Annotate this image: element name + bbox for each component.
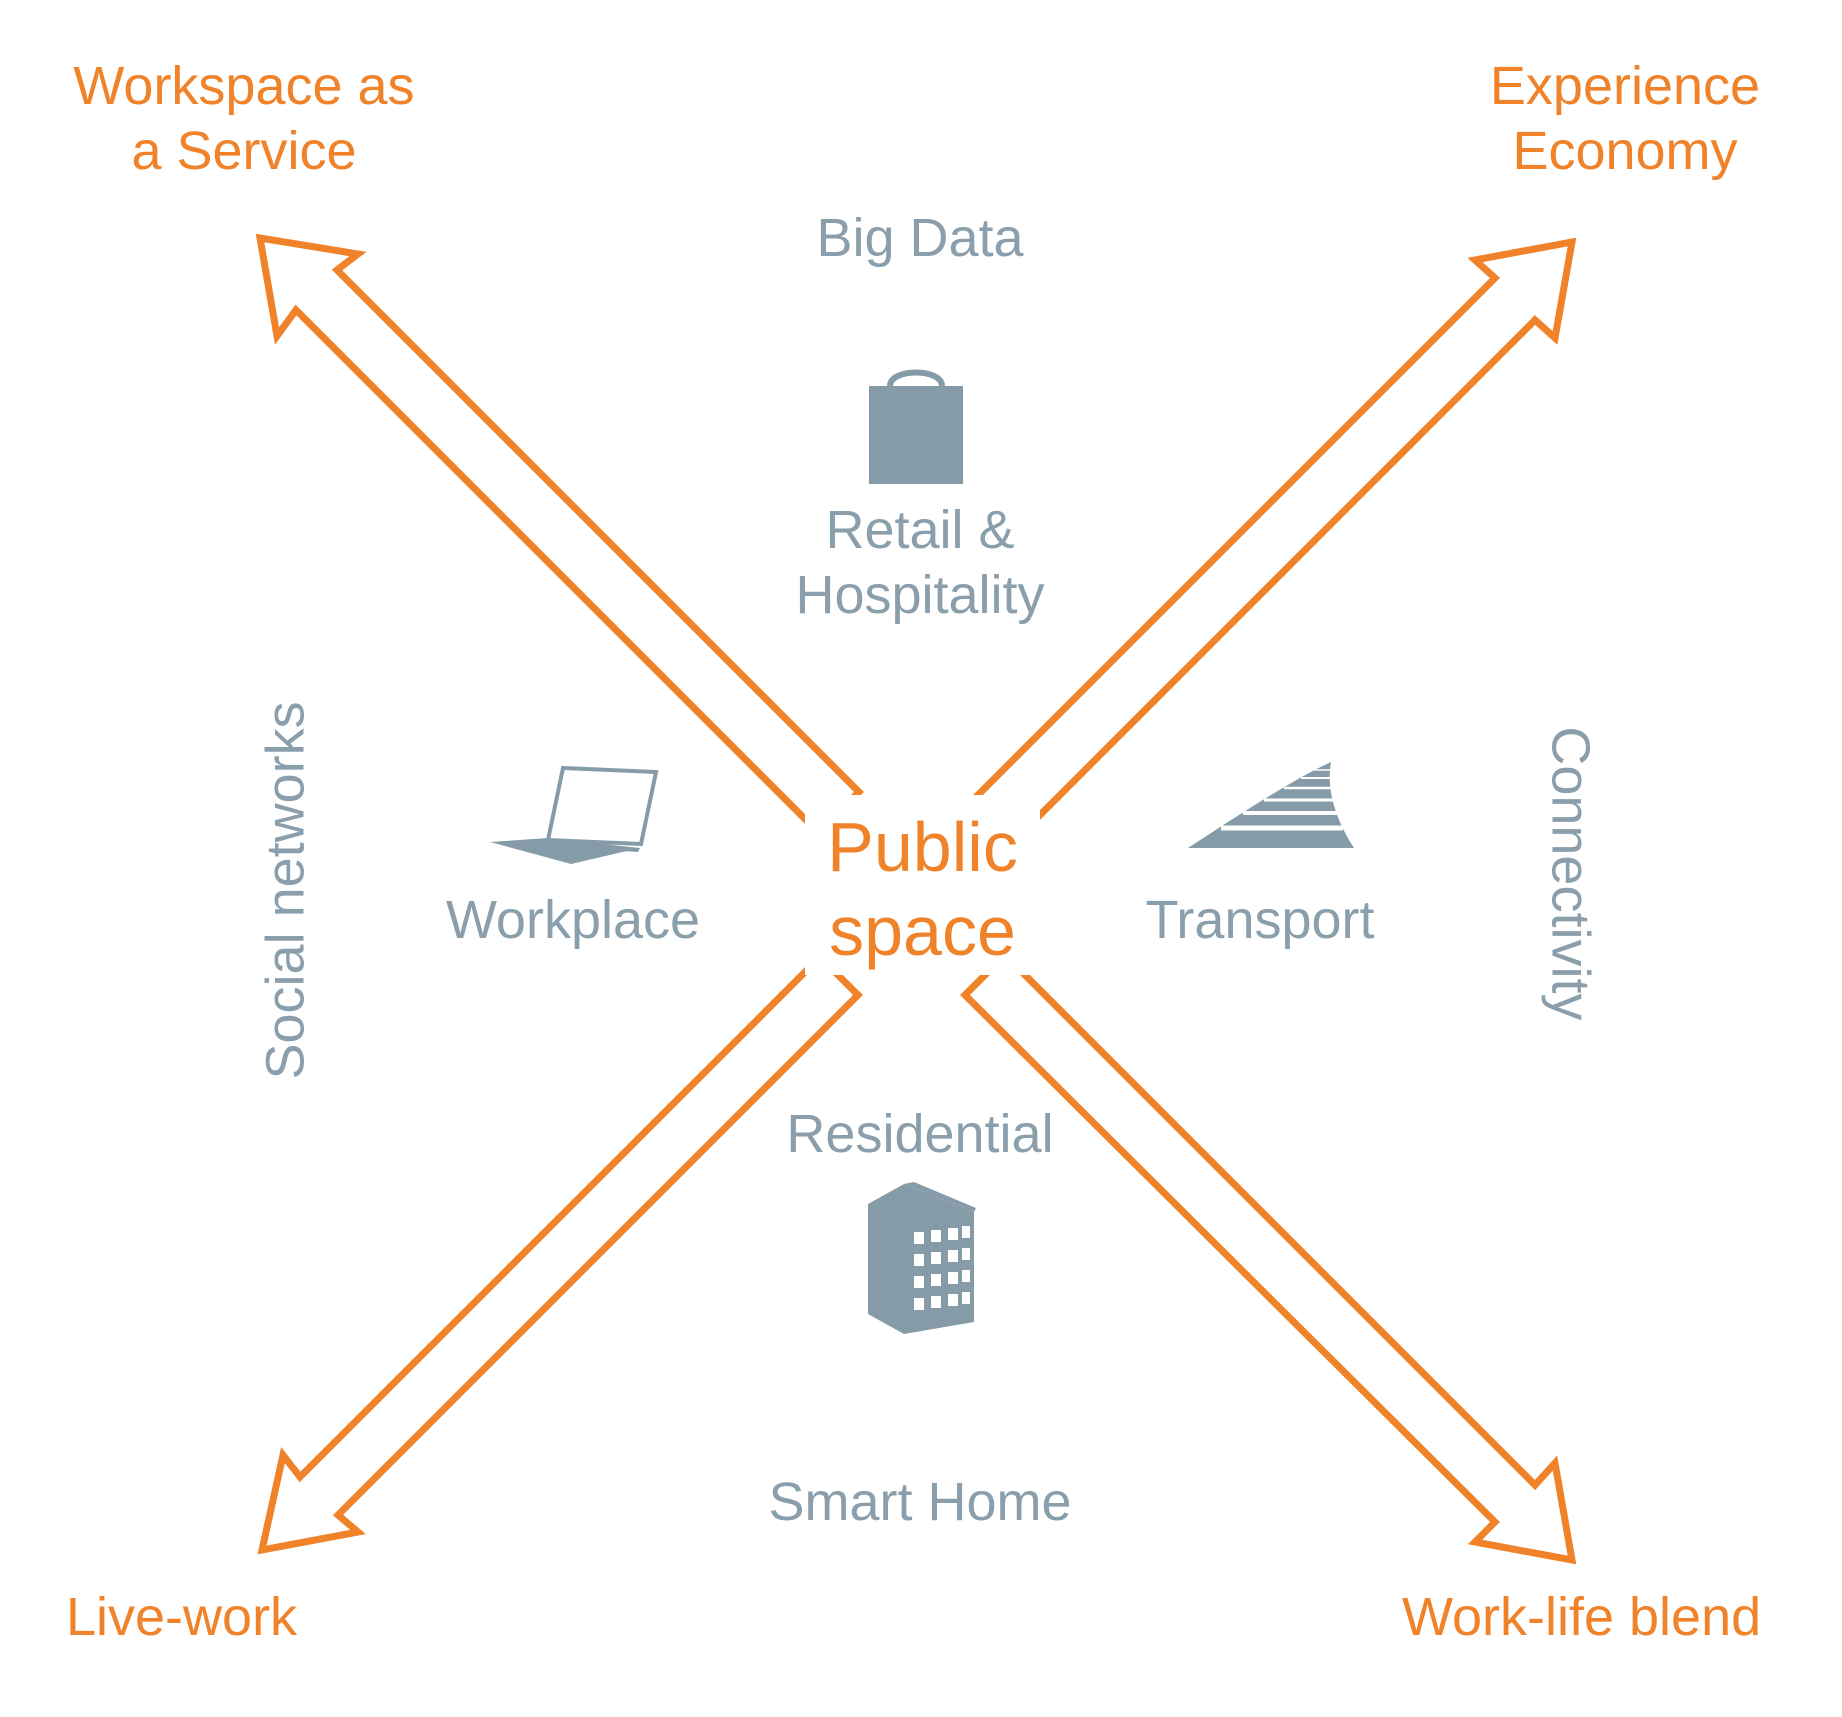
- theme-label-bottom: Smart Home: [768, 1472, 1072, 1532]
- corner-label-top-right: Experience Economy: [1489, 56, 1761, 181]
- center-label: Public space: [827, 808, 1018, 970]
- theme-label-right: Connectivity: [1540, 726, 1601, 1021]
- corner-label-top-left: Workspace as a Service: [73, 56, 415, 181]
- arrow-ne-outline: [964, 237, 1577, 848]
- center-mask: [805, 795, 1040, 975]
- theme-label-top: Big Data: [816, 208, 1024, 268]
- apartment-building-icon: [868, 1182, 976, 1334]
- sector-label-transport: Transport: [1145, 890, 1375, 950]
- corner-label-bottom-left: Live-work: [66, 1587, 298, 1647]
- sector-label-workplace: Workplace: [445, 890, 701, 950]
- shopping-bag-icon: [869, 369, 963, 484]
- arrow-sw-outline: [257, 952, 863, 1555]
- railway-track-icon: [1188, 762, 1354, 848]
- laptop-icon: [490, 765, 659, 864]
- sector-label-retail: Retail & Hospitality: [795, 500, 1045, 625]
- arrow-se-outline: [960, 950, 1577, 1565]
- arrow-nw-outline: [255, 233, 864, 837]
- sector-label-residential: Residential: [786, 1104, 1054, 1164]
- corner-label-bottom-right: Work-life blend: [1402, 1587, 1762, 1647]
- theme-label-left: Social networks: [255, 701, 316, 1080]
